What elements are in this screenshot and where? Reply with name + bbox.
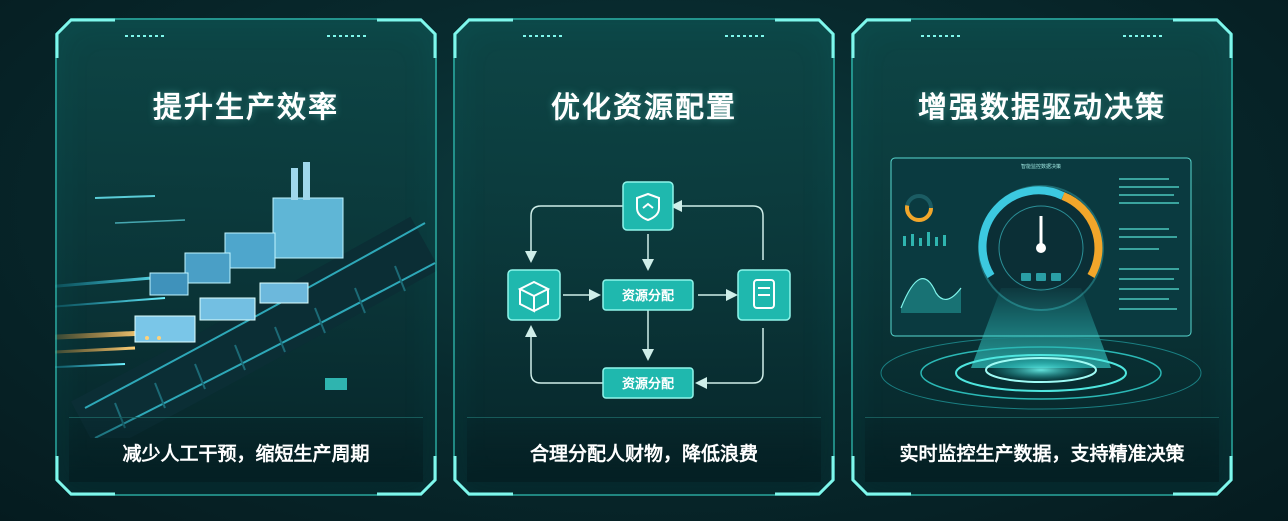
center-node-label: 资源分配 <box>622 288 674 304</box>
card-description: 实时监控生产数据，支持精准决策 <box>899 443 1185 465</box>
card-production-efficiency: 提升生产效率 <box>55 18 437 496</box>
card-title: 优化资源配置 <box>550 90 737 124</box>
card-resource-optimization: 优化资源配置 <box>453 18 835 496</box>
card-data-driven-decisions: 增强数据驱动决策 智能监控数据决策 <box>851 18 1233 496</box>
factory-conveyor-icon <box>55 138 437 438</box>
dashboard-gauge-icon: 智能监控数据决策 <box>851 138 1233 438</box>
resource-flow-diagram: 资源分配 资源分配 <box>453 138 835 438</box>
bottom-node-label: 资源分配 <box>622 376 674 392</box>
card-title: 提升生产效率 <box>152 90 339 124</box>
card-title: 增强数据驱动决策 <box>917 90 1166 124</box>
card-description: 合理分配人财物，降低浪费 <box>529 443 758 465</box>
card-description: 减少人工干预，缩短生产周期 <box>122 443 370 465</box>
dashboard-header: 智能监控数据决策 <box>1021 163 1061 170</box>
